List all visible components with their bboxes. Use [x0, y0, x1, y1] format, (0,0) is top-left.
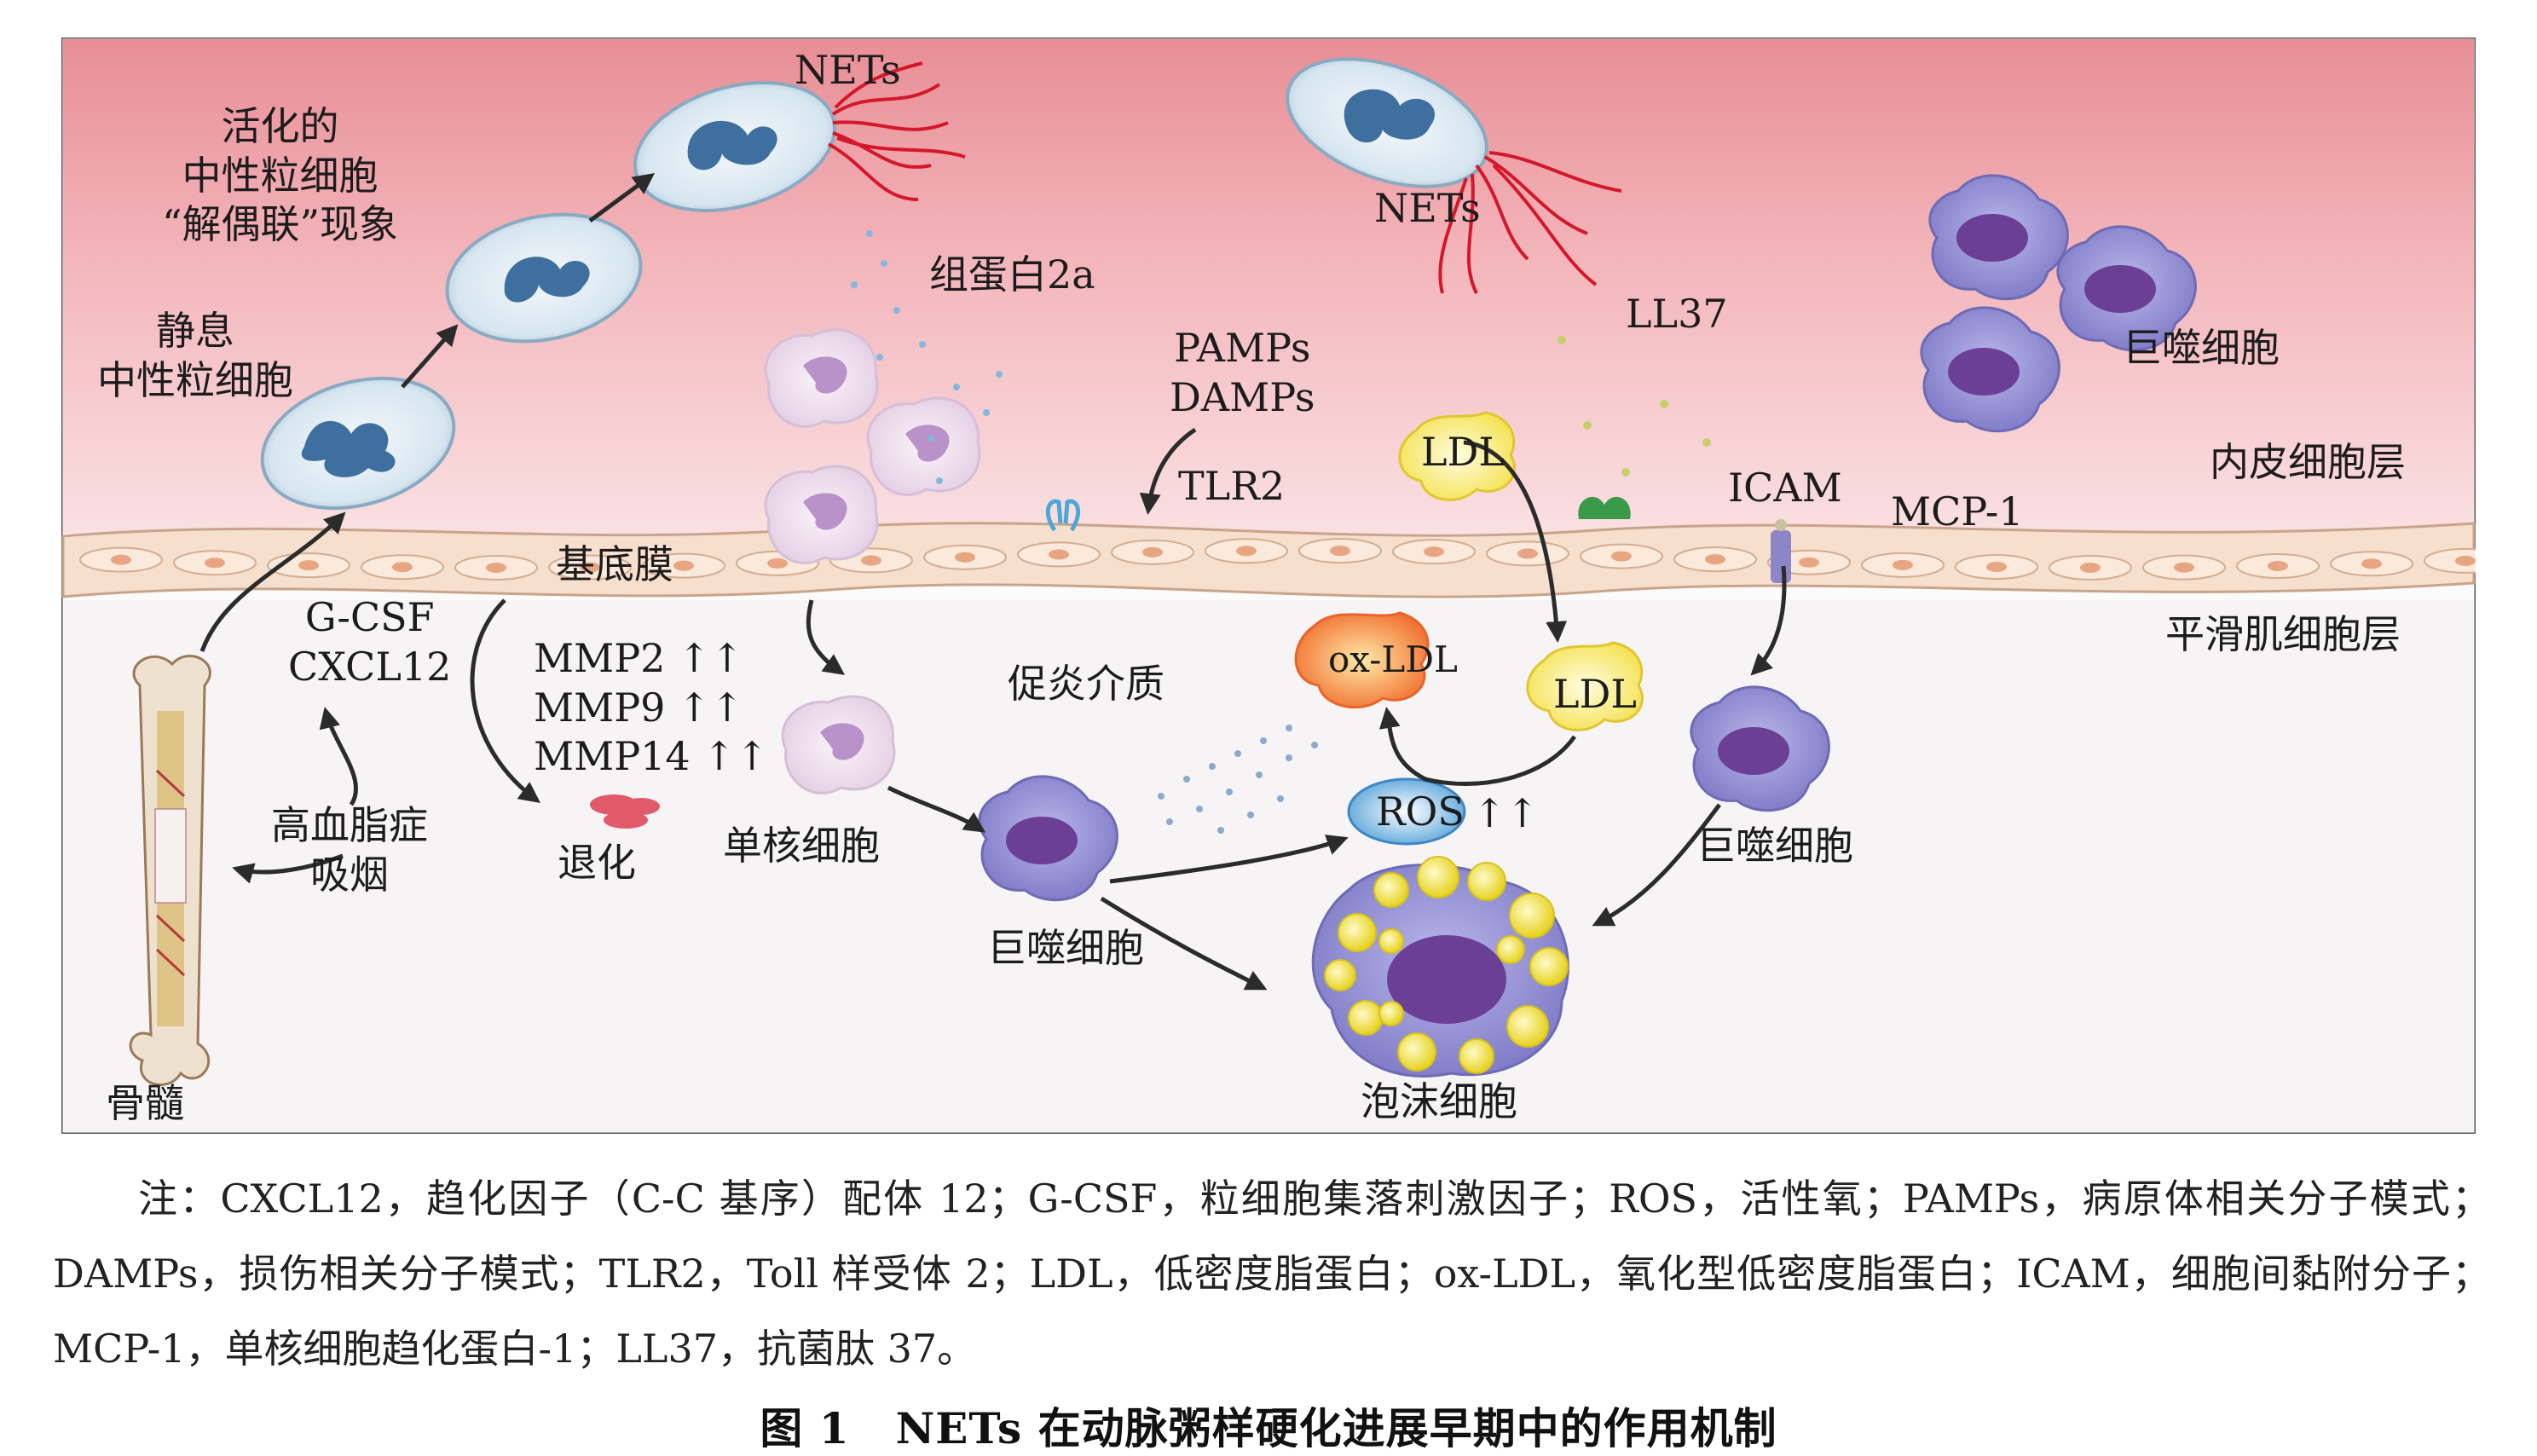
- nets-icon: [1438, 151, 1622, 294]
- nets-label-right: NETs: [1374, 185, 1481, 231]
- figure-caption-title: 图 1 NETs 在动脉粥样硬化进展早期中的作用机制: [0, 1395, 2537, 1456]
- endothelial-nucleus: [2174, 562, 2194, 573]
- endothelial-nucleus: [111, 554, 131, 565]
- endothelial-nucleus: [2455, 555, 2476, 566]
- endothelial-nucleus: [205, 558, 225, 569]
- pamps-damps-label: PAMPs DAMPs: [1170, 325, 1315, 420]
- hyperlipidemia-smoking-label: 高血脂症 吸烟: [271, 802, 428, 898]
- bone-marrow-icon: [129, 655, 211, 1087]
- oxldl-label: ox-LDL: [1328, 638, 1458, 680]
- endothelial-cell-layer: [61, 522, 2507, 598]
- ros-label: ROS: [1376, 789, 1465, 835]
- endothelial-nucleus: [1517, 548, 1538, 559]
- ros-increase-label: ↑↑: [1473, 790, 1540, 836]
- ldl-particle-icon: [1526, 641, 1644, 731]
- macrophage-icon: [1928, 174, 2069, 301]
- endothelial-nucleus: [1049, 549, 1069, 560]
- degeneration-label: 退化: [558, 840, 636, 886]
- atherosclerosis-mechanism-diagram: 活化的 中性粒细胞 “解偶联”现象 静息 中性粒细胞 NETs NETs 组蛋白…: [60, 36, 2507, 1135]
- smooth-muscle-layer-label: 平滑肌细胞层: [2165, 611, 2401, 657]
- ldl-label-mid: LDL: [1553, 671, 1637, 717]
- degraded-matrix-icon: [590, 794, 660, 829]
- monocyte-icon: [764, 328, 879, 428]
- foam-cell-icon: [1311, 856, 1569, 1078]
- endothelial-nucleus: [2080, 562, 2101, 573]
- endothelial-nucleus: [1893, 559, 1913, 570]
- ll37-particles: [1557, 336, 1711, 477]
- endothelial-nucleus: [861, 555, 881, 566]
- endothelial-nucleus: [1799, 557, 1819, 568]
- icam-label: ICAM: [1728, 465, 1842, 511]
- nets-label-left: NETs: [795, 47, 901, 93]
- mcp1-receptor-icon: [1771, 519, 1791, 583]
- monocyte-label: 单核细胞: [723, 823, 880, 869]
- tlr2-receptor-icon: [1045, 499, 1081, 532]
- endothelial-nucleus: [392, 562, 413, 573]
- monocyte-icon: [764, 465, 879, 564]
- activated-neutrophil-label: 活化的 中性粒细胞 “解偶联”现象: [162, 103, 399, 247]
- resting-neutrophil-label: 静息 中性粒细胞: [97, 308, 293, 403]
- endothelial-layer-label: 内皮细胞层: [2210, 439, 2406, 485]
- histone-label: 组蛋白2a: [929, 251, 1095, 298]
- ldl-particle-icon: [1294, 611, 1430, 709]
- gcsf-cxcl12-label: G-CSF CXCL12: [288, 594, 452, 690]
- smooth-muscle-zone: [63, 600, 2474, 1132]
- endothelial-nucleus: [673, 560, 694, 571]
- macrophage-icon: [1920, 306, 2060, 433]
- neutrophil-icon: [445, 212, 643, 344]
- endothelial-nucleus: [955, 552, 975, 563]
- macrophage-icon: [1690, 685, 1830, 812]
- nets-icon: [828, 61, 966, 201]
- ros-icon: [1347, 777, 1466, 846]
- ldl-label-top: LDL: [1421, 429, 1505, 475]
- endothelial-nucleus: [2361, 558, 2382, 569]
- proinflammatory-label: 促炎介质: [1008, 661, 1164, 707]
- figure-number: 图 1: [760, 1403, 850, 1453]
- endothelial-nucleus: [1236, 546, 1257, 557]
- figure-caption-note: 注：CXCL12，趋化因子（C-C 基序）配体 12；G-CSF，粒细胞集落刺激…: [53, 1176, 2491, 1372]
- macrophage-label-top: 巨噬细胞: [2123, 325, 2280, 371]
- ldl-particle-icon: [1398, 411, 1516, 501]
- arrows: [199, 173, 1787, 991]
- neutrophil-icon: [260, 376, 456, 511]
- endothelial-nucleus: [486, 562, 506, 573]
- neutrophil-icon: [633, 81, 836, 212]
- mmp-label: MMP2 ↑↑ MMP9 ↑↑ MMP14 ↑↑: [534, 635, 769, 779]
- endothelial-nucleus: [1424, 546, 1444, 558]
- tlr2-label: TLR2: [1178, 463, 1286, 509]
- mediator-dots: [1158, 725, 1318, 834]
- endothelial-nucleus: [298, 560, 319, 571]
- ll37-label: LL37: [1626, 291, 1728, 337]
- icam-icon: [1578, 496, 1631, 519]
- foam-cell-label: 泡沫细胞: [1361, 1078, 1517, 1124]
- macrophage-icon: [978, 775, 1118, 902]
- diagram-canvas: [60, 36, 2507, 1135]
- endothelial-nucleus: [1142, 546, 1163, 558]
- endothelial-nucleus: [2268, 560, 2288, 571]
- neutrophil-icon: [1286, 57, 1488, 188]
- endothelial-nucleus: [580, 562, 600, 573]
- basement-membrane-label: 基底膜: [556, 541, 673, 587]
- macrophage-icon: [2056, 225, 2197, 352]
- histone-dots: [851, 230, 1003, 484]
- endothelial-nucleus: [1986, 561, 2007, 572]
- monocyte-icon: [866, 396, 981, 496]
- mcp1-label: MCP-1: [1891, 488, 2024, 534]
- monocyte-icon: [781, 695, 896, 794]
- endothelial-nucleus: [1611, 551, 1632, 562]
- endothelial-nucleus: [1330, 546, 1350, 557]
- endothelial-nucleus: [767, 558, 788, 569]
- macrophage-label-right: 巨噬细胞: [1696, 823, 1853, 869]
- endothelial-nucleus: [1705, 554, 1725, 565]
- figure-title: NETs 在动脉粥样硬化进展早期中的作用机制: [895, 1403, 1777, 1453]
- macrophage-label-mid: 巨噬细胞: [987, 925, 1144, 971]
- bone-marrow-label: 骨髓: [106, 1080, 184, 1126]
